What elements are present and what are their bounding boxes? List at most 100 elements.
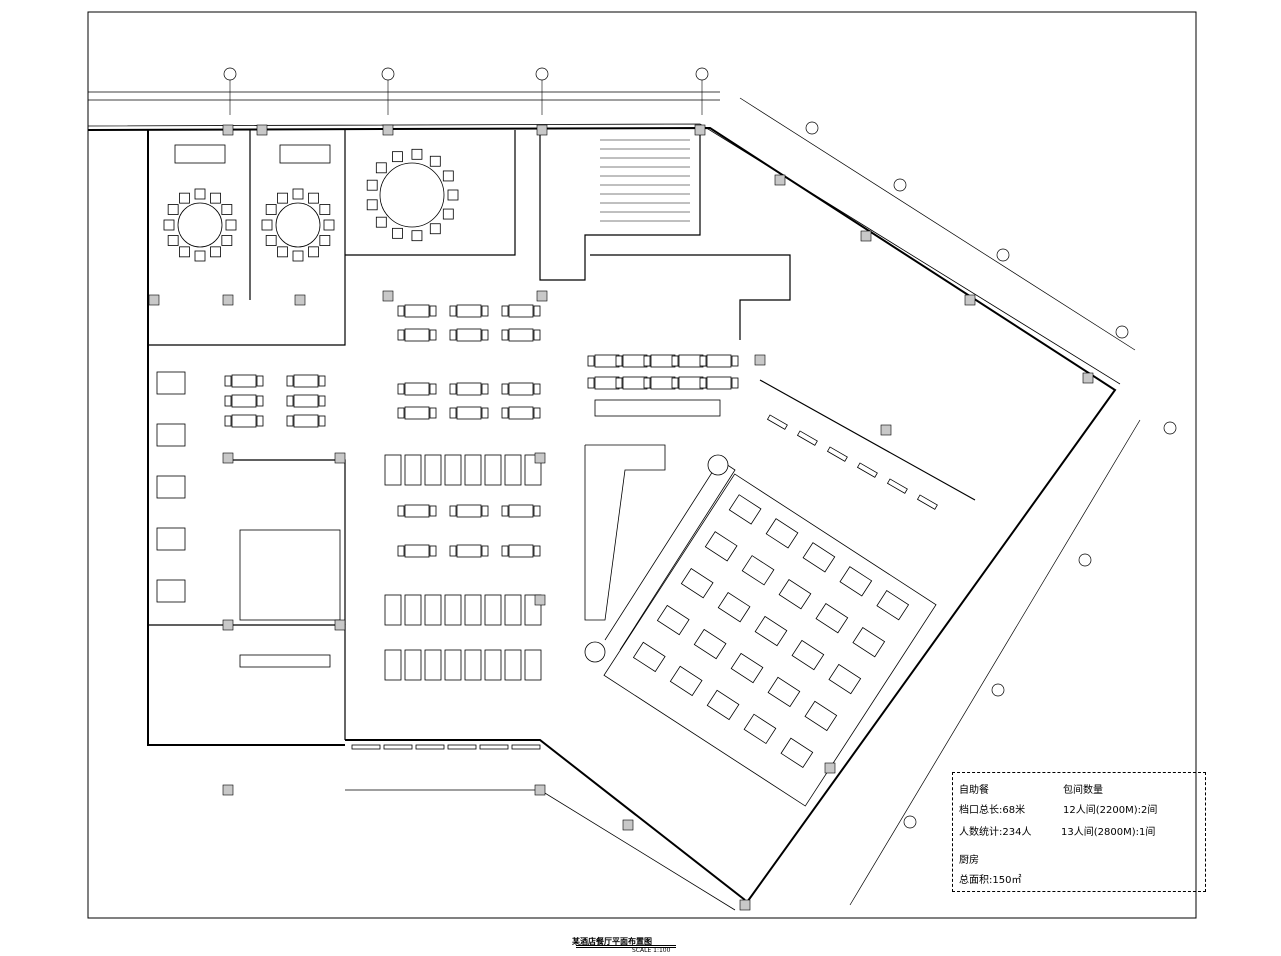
booth-seat xyxy=(384,594,402,626)
dining-table xyxy=(706,376,732,390)
legend-room-13: 13人间(2800M):1间 xyxy=(1061,827,1156,838)
chair xyxy=(179,246,190,258)
window-seat xyxy=(916,494,938,510)
chair xyxy=(481,407,489,419)
chair xyxy=(442,170,454,182)
chair xyxy=(319,204,331,215)
dining-table xyxy=(778,579,812,610)
chair xyxy=(392,227,403,239)
table-set xyxy=(156,475,186,499)
axis-bubble xyxy=(996,248,1010,262)
dining-table xyxy=(650,354,676,368)
booth-seat xyxy=(464,454,482,486)
chair xyxy=(501,305,509,317)
axis-bubble xyxy=(893,178,907,192)
chair xyxy=(261,219,273,231)
chair xyxy=(429,305,437,317)
legend-kitchen-area: 总面积:150㎡ xyxy=(959,875,1022,886)
dining-table xyxy=(802,542,836,573)
dining-table xyxy=(767,676,801,708)
booth-seat xyxy=(464,594,482,626)
window-seat xyxy=(796,430,818,446)
title-underline-2 xyxy=(576,947,676,948)
axis-bubble xyxy=(381,67,395,81)
dining-table xyxy=(293,394,319,408)
column xyxy=(754,354,766,366)
booth-seat xyxy=(424,649,442,681)
table-set xyxy=(156,371,186,395)
dining-table xyxy=(730,652,764,684)
dimension-line xyxy=(849,419,1141,906)
column xyxy=(334,452,346,464)
window-seat xyxy=(856,462,878,478)
dining-table xyxy=(231,394,257,408)
chair xyxy=(615,377,623,389)
columns xyxy=(148,124,1094,911)
chair xyxy=(265,204,277,215)
chair xyxy=(731,377,739,389)
round-planter xyxy=(584,641,606,663)
chair xyxy=(375,162,387,174)
window-seat xyxy=(826,446,848,462)
chair xyxy=(533,505,541,517)
chair xyxy=(481,383,489,395)
column xyxy=(222,452,234,464)
dining-table xyxy=(508,328,534,342)
column xyxy=(534,594,546,606)
chair xyxy=(449,545,457,557)
round-table xyxy=(177,202,223,248)
chair xyxy=(481,305,489,317)
chair xyxy=(429,545,437,557)
chair xyxy=(277,246,288,258)
dining-table xyxy=(508,544,534,558)
booth-seat xyxy=(444,594,462,626)
buffet-counter xyxy=(594,399,721,417)
chair xyxy=(163,219,175,231)
column xyxy=(774,174,786,186)
chair xyxy=(179,192,190,204)
axis-bubble xyxy=(903,815,917,829)
buffet-island xyxy=(239,529,341,621)
column xyxy=(382,290,394,302)
axis-bubble xyxy=(695,67,709,81)
window-seat xyxy=(511,744,541,750)
dining-table xyxy=(706,689,740,721)
booth-seat xyxy=(444,454,462,486)
chair xyxy=(256,415,264,427)
column xyxy=(294,294,306,306)
dining-table xyxy=(669,665,703,697)
window-seat xyxy=(351,744,381,750)
chair xyxy=(318,415,326,427)
dining-table xyxy=(404,328,430,342)
axis-bubble xyxy=(223,67,237,81)
chair xyxy=(411,148,423,160)
dining-table xyxy=(839,566,873,597)
dining-table xyxy=(622,376,648,390)
axis-bubble xyxy=(535,67,549,81)
axis-bubble xyxy=(805,121,819,135)
chair xyxy=(319,235,331,246)
dining-table xyxy=(456,504,482,518)
chair xyxy=(533,407,541,419)
outer-wall-inner xyxy=(87,123,1121,385)
vip-room-wall xyxy=(345,130,516,256)
chair xyxy=(167,235,179,246)
column xyxy=(534,452,546,464)
round-planter xyxy=(707,454,729,476)
dining-table xyxy=(594,354,620,368)
chair xyxy=(449,505,457,517)
dining-hall-rotated xyxy=(603,473,937,807)
furniture xyxy=(156,139,938,807)
chair xyxy=(194,188,206,200)
chair xyxy=(671,377,679,389)
column xyxy=(382,124,394,136)
outer-wall xyxy=(87,126,1117,906)
legend-box: 自助餐 档口总长:68米 人数统计:234人 厨房 总面积:150㎡ 包间数量 … xyxy=(952,772,1206,892)
side-table xyxy=(174,144,226,164)
dining-table xyxy=(728,494,762,525)
column xyxy=(1082,372,1094,384)
chair xyxy=(587,377,595,389)
booth-seat xyxy=(404,649,422,681)
dining-table xyxy=(650,376,676,390)
chair xyxy=(429,223,441,235)
